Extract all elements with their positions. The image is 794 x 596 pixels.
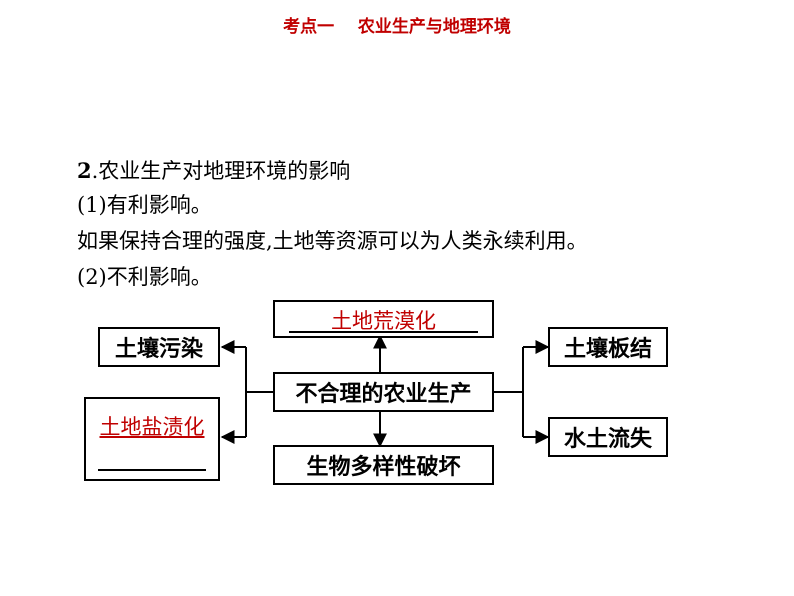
item-negative: (2)不利影响。	[77, 265, 212, 289]
left-bottom-answer-text: 土地盐渍化	[99, 415, 205, 439]
section-number: 2	[77, 158, 92, 183]
slide-header: 考点一 农业生产与地理环境	[283, 17, 511, 37]
left-top-box: 土壤污染	[98, 327, 220, 367]
right-top-box: 土壤板结	[548, 327, 668, 367]
center-box: 不合理的农业生产	[273, 372, 494, 412]
left-bottom-answer-box: 土地盐渍化	[84, 397, 220, 481]
top-answer-box: 土地荒漠化	[273, 300, 494, 338]
top-answer-blank	[289, 331, 478, 333]
section-title: .农业生产对地理环境的影响	[91, 159, 351, 183]
item-positive: (1)有利影响。	[77, 193, 212, 217]
section-heading: 2.农业生产对地理环境的影响	[77, 156, 350, 186]
right-bottom-box: 水土流失	[548, 417, 668, 457]
bottom-box: 生物多样性破坏	[273, 445, 494, 485]
top-answer-text: 土地荒漠化	[331, 309, 436, 333]
left-bottom-blank	[98, 469, 206, 471]
item-positive-desc: 如果保持合理的强度,土地等资源可以为人类永续利用。	[77, 229, 588, 253]
